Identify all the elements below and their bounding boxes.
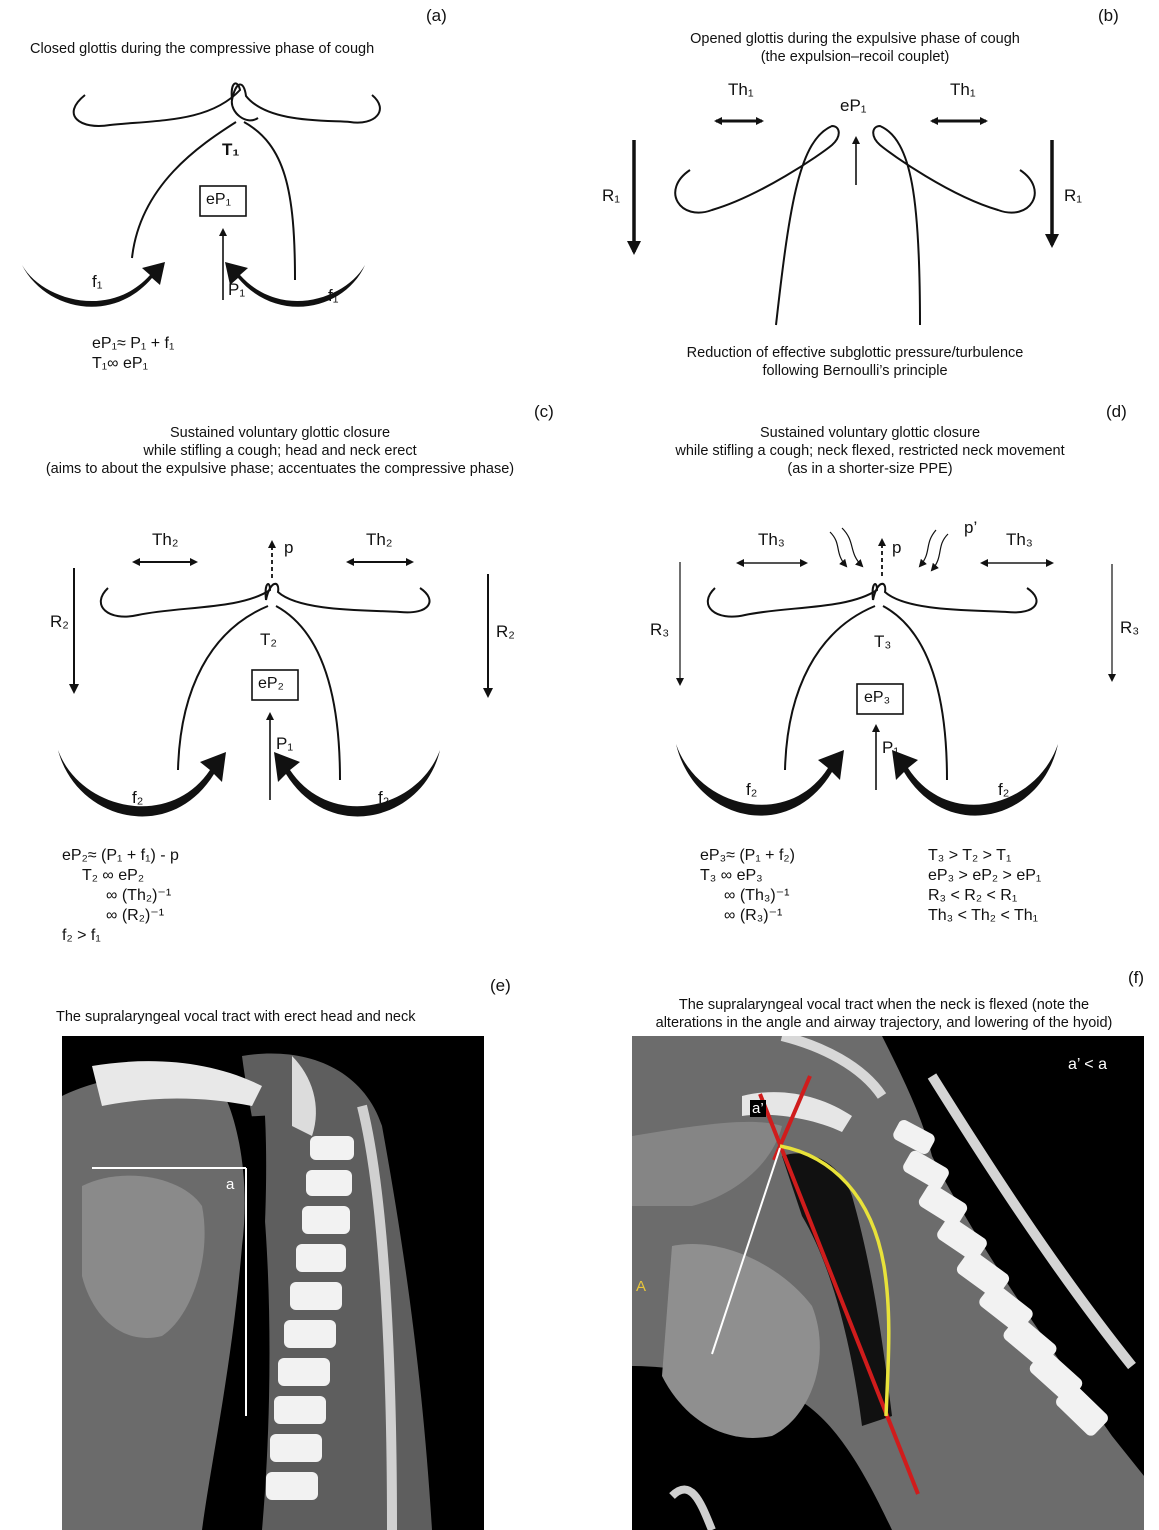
panel-c-p-label: p xyxy=(284,538,293,558)
panel-d-eq-right-1: T₃ > T₂ > T₁ xyxy=(928,846,1041,866)
panel-a-glottis-closed xyxy=(74,83,380,280)
panel-d-eq-right-4: Th₃ < Th₂ < Th₁ xyxy=(928,906,1041,926)
panel-c-r-right-label: R₂ xyxy=(496,622,515,642)
panel-d-eq-right-2: eP₃ > eP₂ > eP₁ xyxy=(928,866,1041,886)
panel-a-eq-2: T₁∞ eP₁ xyxy=(92,354,174,374)
panel-c-f-right-label: f₂ xyxy=(378,788,389,808)
panel-d-r-arrows xyxy=(680,562,1112,684)
ct-flexed-drawing xyxy=(632,1036,1144,1530)
panel-c-th-left-label: Th₂ xyxy=(152,530,178,550)
ct-flexed-relation-label: a’ < a xyxy=(1068,1056,1107,1074)
panel-a-t-label: T₁ xyxy=(222,140,239,160)
panel-d-glottis xyxy=(708,584,1037,780)
ct-image-erect: a xyxy=(62,1036,484,1530)
ct-image-flexed: a’ < a a’ A xyxy=(632,1036,1144,1530)
panel-a-f-right-label: f₁ xyxy=(328,286,338,306)
panel-c-p1-label: P₁ xyxy=(276,734,293,754)
panel-f-caption-line-2: alterations in the angle and airway traj… xyxy=(610,1014,1158,1032)
panel-a-f-arrows xyxy=(22,262,365,307)
panel-c-th-right-label: Th₂ xyxy=(366,530,392,550)
panel-b-footer-line-1: Reduction of effective subglottic pressu… xyxy=(650,344,1060,362)
panel-c-eq-4: ∞ (R₂)⁻¹ xyxy=(62,906,179,926)
panel-a-equations: eP₁≈ P₁ + f₁ T₁∞ eP₁ xyxy=(92,334,174,374)
panel-f-caption-line-1: The supralaryngeal vocal tract when the … xyxy=(610,996,1158,1014)
panel-b-th-left-label: Th₁ xyxy=(728,80,754,100)
panel-a-p-label: P₁ xyxy=(228,280,245,300)
ct-flexed-point-label: A xyxy=(636,1278,646,1295)
panel-d-ep-label: eP₃ xyxy=(864,689,890,707)
panel-d-eq-left-2: T₃ ∞ eP₃ xyxy=(700,866,795,886)
panel-b-footer-line-2: following Bernoulli’s principle xyxy=(650,362,1060,380)
panel-c-ep-label: eP₂ xyxy=(258,675,284,693)
panel-c-t-label: T₂ xyxy=(260,630,277,650)
panel-a-ep-label: eP₁ xyxy=(206,191,231,209)
panel-a-eq-1: eP₁≈ P₁ + f₁ xyxy=(92,334,174,354)
panel-d-eq-left-1: eP₃≈ (P₁ + f₂) xyxy=(700,846,795,866)
panel-d-p1-label: P₁ xyxy=(882,738,899,758)
panel-f-caption: The supralaryngeal vocal tract when the … xyxy=(610,996,1158,1032)
panel-d-f-left-label: f₂ xyxy=(746,780,757,800)
panel-e-caption: The supralaryngeal vocal tract with erec… xyxy=(56,1008,415,1026)
panel-b-r-arrows xyxy=(634,140,1052,252)
panel-b-r-right-label: R₁ xyxy=(1064,186,1082,206)
panel-c-eq-5: f₂ > f₁ xyxy=(62,926,179,946)
panel-c-r-left-label: R₂ xyxy=(50,612,69,632)
panel-b-r-left-label: R₁ xyxy=(602,186,620,206)
panel-b-th-right-label: Th₁ xyxy=(950,80,976,100)
panel-c-equations: eP₂≈ (P₁ + f₁) - p T₂ ∞ eP₂ ∞ (Th₂)⁻¹ ∞ … xyxy=(62,846,179,946)
panel-c-f-left-label: f₂ xyxy=(132,788,143,808)
panel-d-p-prime-label: p’ xyxy=(964,518,977,538)
panel-e-tag: (e) xyxy=(490,976,511,996)
panel-c-eq-3: ∞ (Th₂)⁻¹ xyxy=(62,886,179,906)
panel-b-ep-label: eP₁ xyxy=(840,96,867,116)
panel-c-eq-1: eP₂≈ (P₁ + f₁) - p xyxy=(62,846,179,866)
ct-erect-drawing xyxy=(62,1036,484,1530)
panel-b-footer: Reduction of effective subglottic pressu… xyxy=(650,344,1060,380)
ct-flexed-angle-label: a’ xyxy=(750,1100,766,1117)
panel-d-equations-right: T₃ > T₂ > T₁ eP₃ > eP₂ > eP₁ R₃ < R₂ < R… xyxy=(928,846,1041,926)
panel-d-equations-left: eP₃≈ (P₁ + f₂) T₃ ∞ eP₃ ∞ (Th₃)⁻¹ ∞ (R₃)… xyxy=(700,846,795,926)
ct-erect-angle-label: a xyxy=(226,1176,234,1193)
panel-d-p-label: p xyxy=(892,538,901,558)
panel-b-glottis-open xyxy=(675,126,1035,325)
panel-d-r-left-label: R₃ xyxy=(650,620,669,640)
panel-d-eq-left-3: ∞ (Th₃)⁻¹ xyxy=(700,886,795,906)
panel-d-f-right-label: f₂ xyxy=(998,780,1009,800)
panel-d-t-label: T₃ xyxy=(874,632,891,652)
panel-d-th-left-label: Th₃ xyxy=(758,530,785,550)
panel-f-tag: (f) xyxy=(1128,968,1144,988)
panel-c-eq-2: T₂ ∞ eP₂ xyxy=(62,866,179,886)
panel-d-p-prime-arrows xyxy=(830,528,948,570)
panel-d-eq-right-3: R₃ < R₂ < R₁ xyxy=(928,886,1041,906)
panel-a-f-left-label: f₁ xyxy=(92,272,102,292)
panel-d-th-right-label: Th₃ xyxy=(1006,530,1033,550)
panel-d-eq-left-4: ∞ (R₃)⁻¹ xyxy=(700,906,795,926)
panel-d-r-right-label: R₃ xyxy=(1120,618,1139,638)
